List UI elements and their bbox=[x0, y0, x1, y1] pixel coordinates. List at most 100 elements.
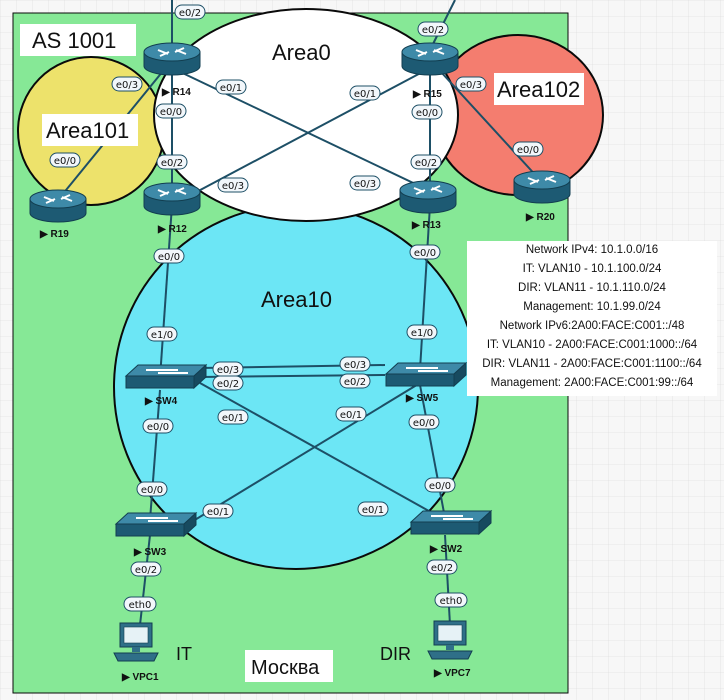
router-r13-icon[interactable] bbox=[399, 180, 457, 214]
port-label: e0/2 bbox=[417, 21, 449, 37]
area102-label-box bbox=[494, 73, 584, 105]
area101-label-box bbox=[42, 114, 138, 146]
svg-text:▶ R12: ▶ R12 bbox=[157, 224, 187, 235]
port-label: e0/3 bbox=[455, 76, 487, 92]
area102-label: Area102 bbox=[497, 77, 580, 102]
port-label: e0/1 bbox=[202, 503, 234, 519]
router-r20-icon[interactable] bbox=[513, 170, 571, 204]
router-r19-icon[interactable] bbox=[29, 189, 87, 223]
r14-name: R14 bbox=[172, 87, 191, 98]
router-r12-icon[interactable] bbox=[143, 182, 201, 216]
as-label: AS 1001 bbox=[32, 28, 116, 53]
port-label: e0/2 bbox=[156, 154, 188, 170]
port-label: e0/3 bbox=[212, 361, 244, 377]
network-info-panel: Network IPv4: 10.1.0.0/16 IT: VLAN10 - 1… bbox=[467, 241, 717, 396]
svg-text:e0/0: e0/0 bbox=[414, 248, 436, 259]
r20-name: R20 bbox=[536, 212, 555, 223]
port-label: e0/3 bbox=[111, 76, 143, 92]
port-label: e0/1 bbox=[217, 409, 249, 425]
svg-text:▶ SW5: ▶ SW5 bbox=[405, 393, 439, 404]
svg-text:e0/2: e0/2 bbox=[422, 25, 444, 36]
svg-text:▶ R13: ▶ R13 bbox=[411, 220, 441, 231]
city-label-box bbox=[245, 650, 333, 682]
port-label: e0/0 bbox=[136, 481, 168, 497]
port-label: e0/2 bbox=[130, 561, 162, 577]
port-label: e0/0 bbox=[408, 414, 440, 430]
port-label: e0/0 bbox=[49, 152, 81, 168]
port-label: eth0 bbox=[123, 596, 157, 612]
svg-text:eth0: eth0 bbox=[129, 600, 152, 611]
port-label: e0/0 bbox=[409, 244, 441, 260]
port-label: e0/0 bbox=[155, 103, 187, 119]
port-label: e1/0 bbox=[146, 326, 178, 342]
city-label: Москва bbox=[251, 657, 320, 679]
vpc7-name: VPC7 bbox=[444, 668, 471, 679]
svg-text:e0/0: e0/0 bbox=[160, 107, 182, 118]
r12-name: R12 bbox=[168, 224, 187, 235]
port-label: e0/3 bbox=[339, 356, 371, 372]
port-label: e0/3 bbox=[349, 175, 381, 191]
svg-text:e0/0: e0/0 bbox=[517, 145, 539, 156]
info-line: DIR: VLAN11 - 10.1.110.0/24 bbox=[518, 282, 666, 294]
svg-text:e0/0: e0/0 bbox=[147, 422, 169, 433]
svg-text:e0/2: e0/2 bbox=[135, 565, 157, 576]
port-label: e0/0 bbox=[424, 477, 456, 493]
svg-text:e0/0: e0/0 bbox=[158, 252, 180, 263]
as-label-box bbox=[20, 24, 136, 56]
router-r15-icon[interactable] bbox=[401, 42, 459, 76]
dir-label: DIR bbox=[380, 644, 411, 664]
sw2-name: SW2 bbox=[440, 544, 462, 555]
svg-text:e0/3: e0/3 bbox=[116, 80, 138, 91]
info-line: Network IPv4: 10.1.0.0/16 bbox=[525, 244, 659, 256]
info-line: Management: 2A00:FACE:C001:99::/64 bbox=[490, 377, 694, 389]
sw5-name: SW5 bbox=[416, 393, 438, 404]
switch-sw3-icon[interactable] bbox=[115, 512, 197, 537]
port-label: e0/2 bbox=[410, 154, 442, 170]
svg-text:e0/2: e0/2 bbox=[179, 8, 201, 19]
svg-text:e0/2: e0/2 bbox=[415, 158, 437, 169]
port-label: e0/0 bbox=[153, 248, 185, 264]
svg-text:e0/3: e0/3 bbox=[217, 365, 239, 376]
svg-text:▶ VPC1: ▶ VPC1 bbox=[121, 672, 159, 683]
svg-text:e0/3: e0/3 bbox=[460, 80, 482, 91]
device-labels: ▶ R14 ▶ R15 ▶ R12 ▶ R13 ▶ R19 ▶ R20 ▶ SW… bbox=[39, 87, 555, 683]
port-label: e0/2 bbox=[339, 373, 371, 389]
svg-text:e0/1: e0/1 bbox=[340, 410, 362, 421]
sw4-name: SW4 bbox=[155, 396, 177, 407]
svg-text:e0/0: e0/0 bbox=[54, 156, 76, 167]
vpc1-name: VPC1 bbox=[132, 672, 159, 683]
r13-name: R13 bbox=[422, 220, 441, 231]
switch-sw2-icon[interactable] bbox=[410, 510, 492, 535]
vpc7-icon[interactable] bbox=[427, 620, 473, 660]
port-label: e0/2 bbox=[212, 375, 244, 391]
svg-text:▶ SW2: ▶ SW2 bbox=[429, 544, 463, 555]
svg-text:e0/2: e0/2 bbox=[431, 563, 453, 574]
port-label: e0/0 bbox=[512, 141, 544, 157]
r15-name: R15 bbox=[423, 89, 442, 100]
svg-text:▶ R20: ▶ R20 bbox=[525, 212, 555, 223]
info-line: IT: VLAN10 - 2A00:FACE:C001:1000::/64 bbox=[486, 339, 698, 351]
sw3-name: SW3 bbox=[144, 547, 166, 558]
port-label: e0/1 bbox=[215, 79, 247, 95]
svg-text:▶ VPC7: ▶ VPC7 bbox=[433, 668, 471, 679]
port-label: e0/2 bbox=[174, 4, 206, 20]
svg-text:e0/1: e0/1 bbox=[220, 83, 242, 94]
switch-sw4-icon[interactable] bbox=[125, 364, 207, 389]
svg-text:e0/2: e0/2 bbox=[344, 377, 366, 388]
info-line: Network IPv6:2A00:FACE:C001::/48 bbox=[499, 320, 685, 332]
area10-label: Area10 bbox=[261, 287, 332, 312]
r19-name: R19 bbox=[50, 229, 69, 240]
router-r14-icon[interactable] bbox=[143, 42, 201, 76]
svg-text:e0/3: e0/3 bbox=[222, 181, 244, 192]
switch-sw5-icon[interactable] bbox=[385, 362, 467, 387]
svg-text:e0/2: e0/2 bbox=[161, 158, 183, 169]
it-label: IT bbox=[176, 644, 192, 664]
svg-text:eth0: eth0 bbox=[440, 596, 463, 607]
svg-text:e0/3: e0/3 bbox=[344, 360, 366, 371]
info-line: IT: VLAN10 - 10.1.100.0/24 bbox=[522, 263, 662, 275]
port-label: e0/1 bbox=[357, 501, 389, 517]
vpc1-icon[interactable] bbox=[113, 622, 159, 662]
port-label: e0/3 bbox=[217, 177, 249, 193]
svg-text:▶ SW4: ▶ SW4 bbox=[144, 396, 178, 407]
port-label: eth0 bbox=[434, 592, 468, 608]
